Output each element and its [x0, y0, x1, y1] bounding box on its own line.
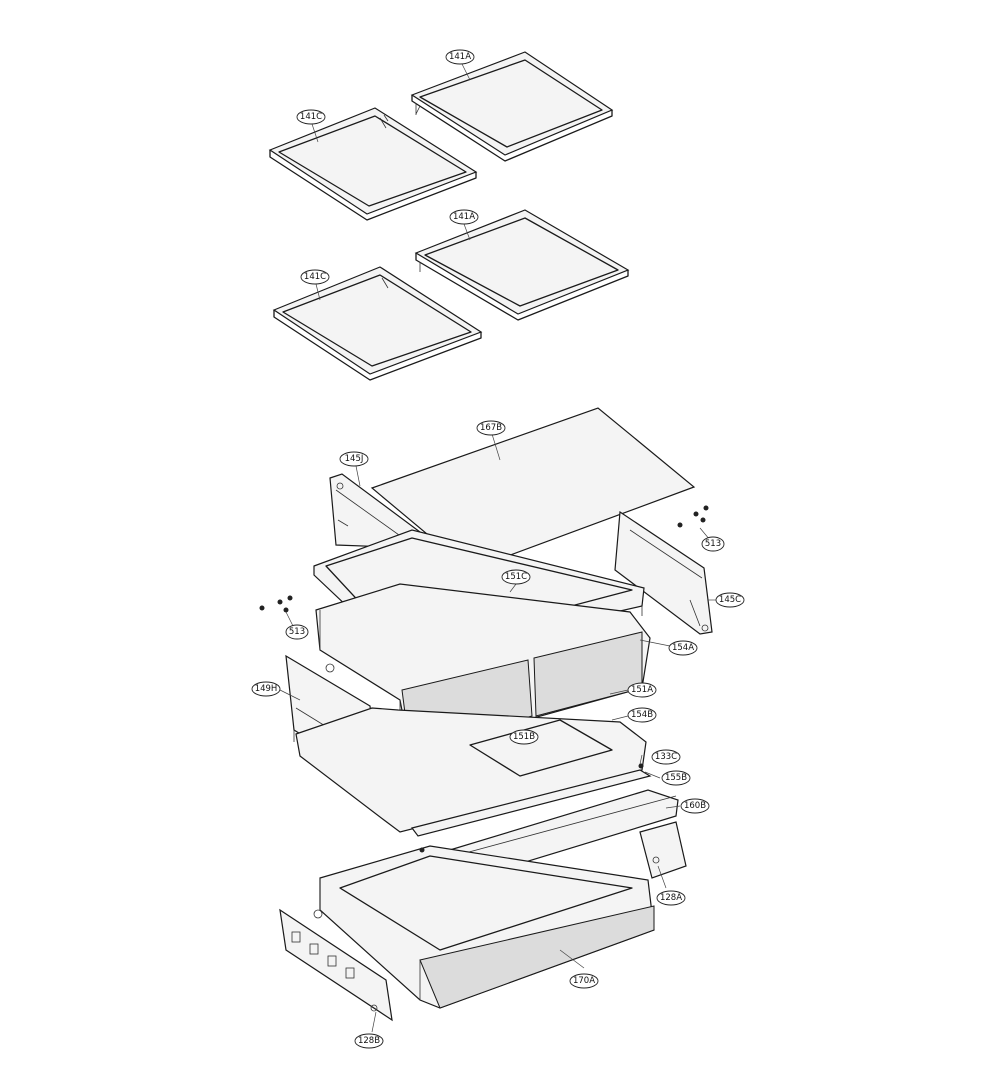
callout-label: 151B: [513, 732, 535, 742]
callout-145j: 145J: [339, 451, 369, 467]
callout-label: 170A: [573, 976, 595, 986]
callout-151a: 151A: [627, 682, 657, 698]
callout-151c: 151C: [501, 569, 531, 585]
callout-154b: 154B: [627, 707, 657, 723]
callout-label: 151A: [631, 685, 653, 695]
callout-149h: 149H: [251, 681, 281, 697]
shelf-141c-mid: [272, 266, 483, 381]
callout-141c-mid: 141C: [300, 269, 330, 285]
callout-label: 145J: [345, 454, 364, 464]
part-hw-marker: [419, 847, 425, 853]
callout-167b: 167B: [476, 420, 506, 436]
screws-513-left: [259, 595, 293, 613]
screws-513-right: [677, 505, 709, 528]
callout-141a-mid: 141A: [449, 209, 479, 225]
bracket-128a: [639, 821, 687, 879]
callout-128b: 128B: [354, 1033, 384, 1049]
shelf-141a-mid: [414, 209, 630, 321]
callout-170a: 170A: [569, 973, 599, 989]
callout-155b: 155B: [661, 770, 691, 786]
callout-133c: 133C: [651, 749, 681, 765]
callout-label: 141C: [304, 272, 326, 282]
callout-513-right: 513: [701, 536, 725, 552]
callout-151b: 151B: [509, 729, 539, 745]
callout-128a: 128A: [656, 890, 686, 906]
callout-154a: 154A: [668, 640, 698, 656]
callout-label: 167B: [480, 423, 502, 433]
shelf-141c-top: [268, 107, 478, 221]
callout-label: 141C: [300, 112, 322, 122]
callout-label: 151C: [505, 572, 527, 582]
shelf-141a-top: [410, 51, 614, 162]
callout-label: 513: [289, 627, 305, 637]
drawer-rail-154b: [295, 707, 647, 833]
callout-label: 155B: [665, 773, 687, 783]
part-133c-marker: [638, 763, 644, 769]
callout-160b: 160B: [680, 798, 710, 814]
callout-141a-top: 141A: [445, 49, 475, 65]
leader-lines: [279, 63, 717, 1033]
drawer-170a: [313, 845, 655, 1009]
callout-label: 128A: [660, 893, 682, 903]
callout-label: 145C: [719, 595, 741, 605]
callout-141c-top: 141C: [296, 109, 326, 125]
bracket-145c: [614, 510, 713, 635]
callout-145c: 145C: [715, 592, 745, 608]
callout-513-left: 513: [285, 624, 309, 640]
callout-label: 513: [705, 539, 721, 549]
callout-label: 141A: [453, 212, 475, 222]
callout-label: 160B: [684, 801, 706, 811]
callout-label: 149H: [255, 684, 278, 694]
callout-label: 141A: [449, 52, 471, 62]
bar-155b: [410, 769, 652, 837]
callout-label: 154A: [672, 643, 694, 653]
callout-label: 154B: [631, 710, 653, 720]
callout-label: 128B: [358, 1036, 380, 1046]
callout-label: 133C: [655, 752, 677, 762]
side-cover-128b: [279, 908, 393, 1022]
